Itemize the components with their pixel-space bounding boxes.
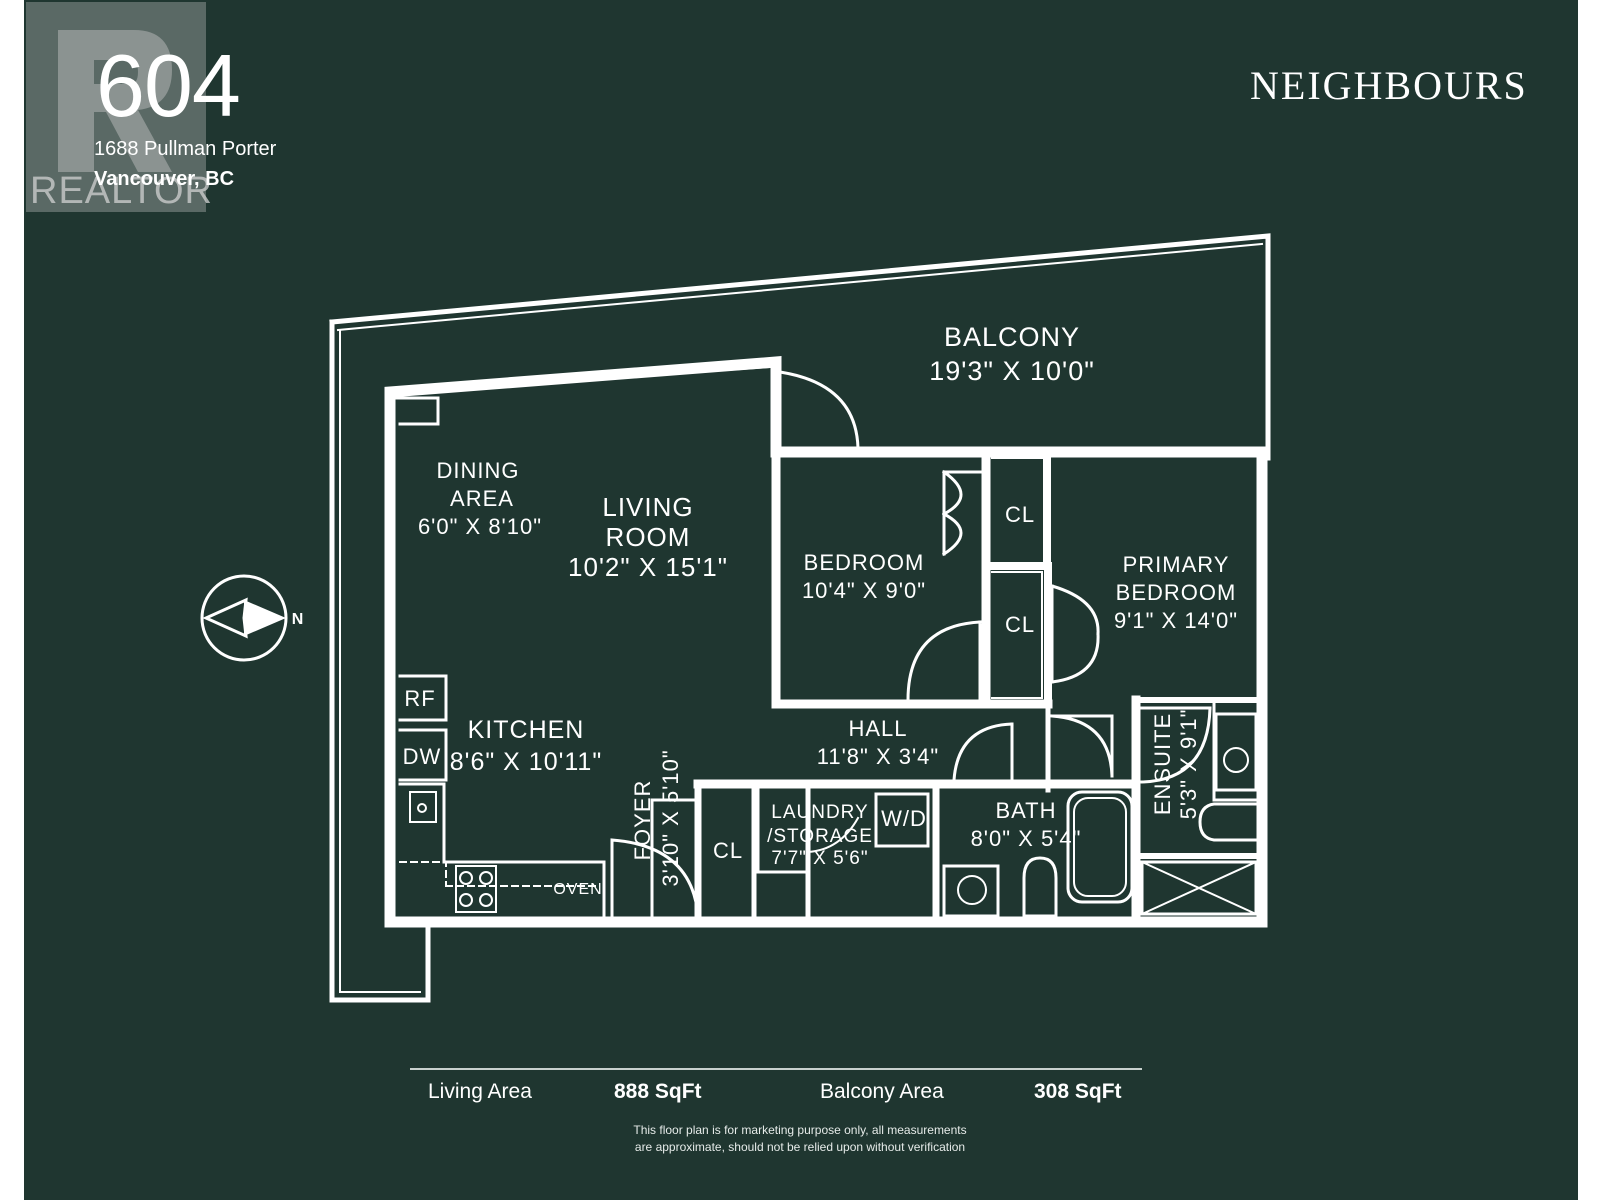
address-city: Vancouver, BC — [94, 168, 235, 190]
address-street: 1688 Pullman Porter — [94, 138, 277, 160]
foyer-name: FOYER — [630, 780, 655, 861]
unit-number: 604 — [96, 36, 241, 135]
laundry-dims: 7'7" X 5'6" — [771, 848, 868, 869]
bedroom-dims: 10'4" X 9'0" — [802, 578, 926, 603]
exterior-wall — [384, 356, 1268, 928]
primary-dims: 9'1" X 14'0" — [1114, 608, 1238, 633]
dining-name-1: DINING — [437, 458, 520, 483]
bedroom-door — [906, 620, 982, 702]
brand-logo: NEIGHBOURS — [1250, 63, 1528, 108]
realtor-watermark — [26, 2, 206, 212]
balcony-railing — [329, 233, 1271, 461]
compass-label: N — [292, 611, 305, 628]
balcony-name: BALCONY — [944, 322, 1080, 352]
disclaimer: This floor plan is for marketing purpose… — [600, 1122, 1000, 1156]
fridge-label: RF — [404, 686, 435, 711]
hall-name: HALL — [848, 716, 907, 741]
bathtub — [1066, 790, 1134, 904]
realtor-watermark-text: REALTOR — [30, 170, 213, 212]
balcony-railing-west — [329, 319, 431, 1003]
bath-name: BATH — [995, 798, 1056, 823]
dining-name-2: AREA — [450, 486, 514, 511]
realtor-logo-icon — [58, 30, 172, 172]
primary-name-2: BEDROOM — [1116, 580, 1237, 605]
living-area-label: Living Area — [428, 1080, 532, 1103]
disclaimer-line-1: This floor plan is for marketing purpose… — [633, 1123, 967, 1137]
balcony-door — [778, 370, 860, 450]
window-living — [475, 363, 773, 389]
dining-dims: 6'0" X 8'10" — [418, 514, 542, 539]
bath-door — [952, 722, 1014, 782]
disclaimer-line-2: are approximate, should not be relied up… — [634, 1140, 966, 1154]
footer-divider — [410, 1068, 1142, 1070]
bedroom-name: BEDROOM — [804, 550, 925, 575]
kitchen-name: KITCHEN — [468, 716, 585, 744]
shower — [1140, 860, 1258, 916]
foyer-dims: 3'10" X 5'10" — [658, 749, 683, 886]
bedroom-walls — [771, 447, 1053, 709]
bath-dims: 8'0" X 5'4" — [971, 826, 1082, 851]
balcony-area-value: 308 SqFt — [1034, 1080, 1122, 1103]
primary-name-1: PRIMARY — [1123, 552, 1230, 577]
closet-label-2: CL — [1005, 612, 1035, 637]
entry-door — [610, 838, 700, 922]
oven-label: OVEN — [553, 881, 602, 898]
living-area-value: 888 SqFt — [614, 1080, 702, 1103]
living-name-1: LIVING — [602, 492, 693, 522]
closet-label-1: CL — [1005, 502, 1035, 527]
foyer-closet-label: CL — [713, 838, 743, 863]
kitchen-dims: 8'6" X 10'11" — [450, 748, 602, 776]
living-name-2: ROOM — [606, 522, 691, 552]
living-dims: 10'2" X 15'1" — [568, 552, 728, 582]
balcony-area-label: Balcony Area — [820, 1080, 944, 1103]
laundry-name-1: LAUNDRY — [771, 802, 868, 823]
balcony-dims: 19'3" X 10'0" — [929, 356, 1095, 386]
ensuite-dims: 5'3" X 9'1" — [1176, 709, 1201, 820]
hall-dims: 11'8" X 3'4" — [817, 744, 939, 769]
dishwasher-label: DW — [403, 744, 442, 769]
ensuite-door — [1140, 706, 1212, 784]
kitchen-counter — [398, 674, 448, 722]
north-arrow-icon — [202, 597, 248, 639]
washer-dryer-label: W/D — [881, 806, 927, 831]
laundry-name-2: /STORAGE — [767, 826, 873, 847]
ensuite-name: ENSUITE — [1150, 713, 1175, 815]
